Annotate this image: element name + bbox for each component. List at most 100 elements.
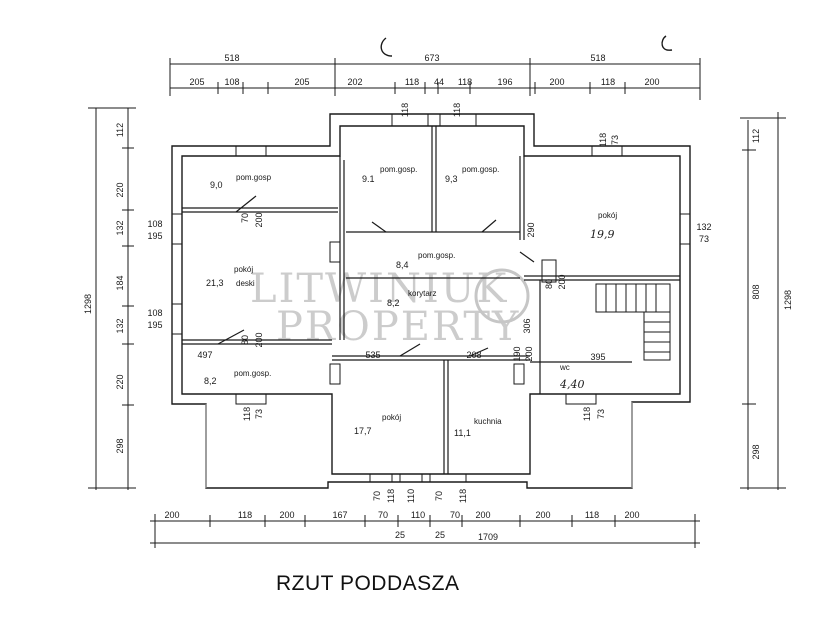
dim-bottom-small: 25 bbox=[435, 530, 445, 540]
dim-bottom-total: 1709 bbox=[478, 532, 498, 542]
dim-internal: 497 bbox=[197, 350, 212, 360]
dim-top-minor: 118 bbox=[405, 77, 419, 87]
dim-internal: 200 bbox=[254, 212, 264, 227]
dim-left-outer: 220 bbox=[115, 182, 125, 197]
dim-window: 110 bbox=[406, 489, 416, 503]
dim-left-inner: 108 bbox=[147, 219, 162, 229]
room-labels: pom.gosp 9,0 pom.gosp. 9.1 pom.gosp. 9,3… bbox=[204, 165, 617, 438]
dim-window: 118 bbox=[458, 489, 468, 503]
dim-bottom-minor: 200 bbox=[164, 510, 179, 520]
watermark-line1: LITWINIUK bbox=[250, 266, 508, 312]
room-area: 17,7 bbox=[354, 426, 372, 436]
handwriting-mark bbox=[380, 37, 393, 57]
dim-top-major: 518 bbox=[590, 53, 605, 63]
dim-window: 70 bbox=[372, 491, 382, 501]
room-label: pokój bbox=[598, 211, 617, 220]
room-area: 19,9 bbox=[590, 228, 615, 241]
dim-top-minor: 118 bbox=[458, 77, 472, 87]
dim-internal: 200 bbox=[524, 346, 534, 361]
drawing-title: RZUT PODDASZA bbox=[276, 572, 460, 595]
room-label: korytarz bbox=[408, 289, 436, 298]
dim-right-outer: 298 bbox=[751, 444, 761, 459]
dim-left-inner: 195 bbox=[147, 320, 162, 330]
dim-window: 118 bbox=[242, 407, 252, 421]
dim-bottom-minor: 118 bbox=[585, 510, 599, 520]
dim-window: 73 bbox=[610, 135, 620, 145]
dim-window: 70 bbox=[434, 491, 444, 501]
top-dimension-lines bbox=[169, 58, 701, 100]
room-label: pom.gosp. bbox=[380, 165, 417, 174]
dim-window: 118 bbox=[400, 103, 410, 117]
dim-top-minor: 44 bbox=[434, 77, 444, 87]
dim-bottom-minor: 200 bbox=[475, 510, 490, 520]
dim-top-minor: 196 bbox=[497, 77, 512, 87]
dim-bottom-minor: 70 bbox=[450, 510, 460, 520]
dim-bottom-minor: 167 bbox=[332, 510, 347, 520]
inner-walls bbox=[182, 126, 680, 474]
dim-top-minor: 200 bbox=[644, 77, 659, 87]
room-label: pom.gosp. bbox=[234, 369, 271, 378]
dim-window: 118 bbox=[598, 133, 608, 147]
dim-left-total: 1298 bbox=[83, 294, 93, 314]
room-label: wc bbox=[559, 363, 570, 372]
room-label: pom.gosp. bbox=[418, 251, 455, 260]
watermark-line2: PROPERTY bbox=[276, 304, 520, 350]
dim-bottom-minor: 70 bbox=[378, 510, 388, 520]
windows bbox=[171, 113, 691, 483]
dim-window: 118 bbox=[452, 103, 462, 117]
dim-left-inner: 108 bbox=[147, 308, 162, 318]
dim-left-outer: 184 bbox=[115, 275, 125, 290]
dim-top-minor: 200 bbox=[549, 77, 564, 87]
dim-top-minor: 205 bbox=[294, 77, 309, 87]
room-label: pokój bbox=[234, 265, 253, 274]
staircase bbox=[595, 283, 671, 361]
dim-bottom-minor: 118 bbox=[238, 510, 252, 520]
dim-top-major: 673 bbox=[424, 53, 439, 63]
room-area: 4,40 bbox=[559, 378, 585, 391]
dim-bottom-minor: 110 bbox=[411, 510, 425, 520]
room-label: pom.gosp. bbox=[462, 165, 499, 174]
handwriting-mark bbox=[661, 35, 673, 51]
room-area: 9,3 bbox=[445, 174, 458, 184]
dim-window: 73 bbox=[254, 409, 264, 419]
room-area: 11,1 bbox=[454, 428, 471, 438]
dim-window: 73 bbox=[596, 409, 606, 419]
right-dimension-lines bbox=[740, 112, 786, 490]
dim-bottom-small: 25 bbox=[395, 530, 405, 540]
room-label: pom.gosp bbox=[236, 173, 272, 182]
dim-internal: 306 bbox=[522, 318, 532, 333]
room-area: 8,4 bbox=[396, 260, 409, 270]
dim-top-minor: 202 bbox=[347, 77, 362, 87]
dim-internal: 80 bbox=[240, 335, 250, 345]
dim-internal: 200 bbox=[557, 274, 567, 289]
dim-internal: 208 bbox=[466, 350, 481, 360]
dim-top-minor: 118 bbox=[601, 77, 615, 87]
bottom-dimension-lines bbox=[150, 514, 700, 548]
dim-internal: 70 bbox=[240, 213, 250, 223]
room-label: kuchnia bbox=[474, 417, 502, 426]
dim-left-inner: 195 bbox=[147, 231, 162, 241]
dim-right-total: 1298 bbox=[783, 290, 793, 310]
room-area: 8,2 bbox=[387, 298, 400, 308]
dim-bottom-minor: 200 bbox=[624, 510, 639, 520]
dim-internal: 80 bbox=[544, 279, 554, 289]
dim-bottom-minor: 200 bbox=[535, 510, 550, 520]
room-area: 9,0 bbox=[210, 180, 223, 190]
room-area: 8,2 bbox=[204, 376, 217, 386]
dim-right-outer: 112 bbox=[751, 129, 761, 143]
dim-top-minor: 205 bbox=[189, 77, 204, 87]
dim-internal: 190 bbox=[512, 346, 522, 361]
dim-internal: 200 bbox=[254, 332, 264, 347]
dim-top-minor: 108 bbox=[224, 77, 239, 87]
dim-window: 118 bbox=[386, 489, 396, 503]
room-area: 21,3 bbox=[206, 278, 224, 288]
dim-top-major: 518 bbox=[224, 53, 239, 63]
room-label: pokój bbox=[382, 413, 401, 422]
dim-internal: 395 bbox=[590, 352, 605, 362]
dim-left-outer: 132 bbox=[115, 318, 125, 333]
dim-left-outer: 112 bbox=[115, 123, 125, 137]
room-area: 9.1 bbox=[362, 174, 375, 184]
dim-right-outer: 808 bbox=[751, 284, 761, 299]
dim-left-outer: 132 bbox=[115, 220, 125, 235]
